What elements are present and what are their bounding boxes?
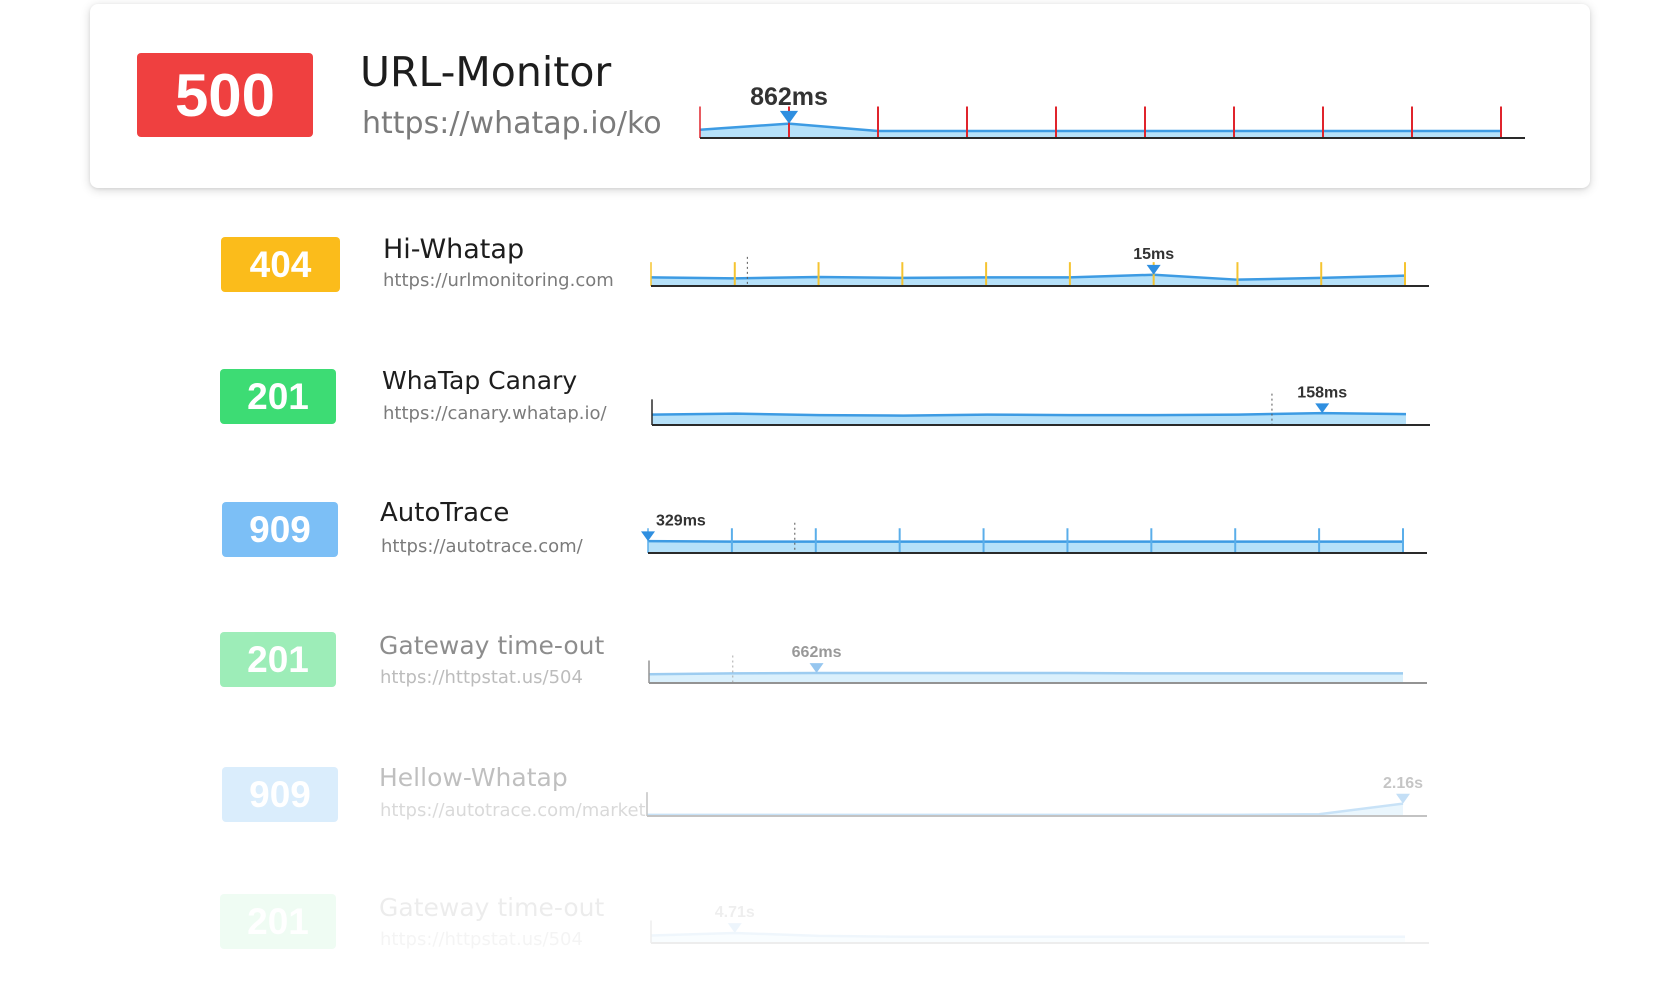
sparkline-area [649, 672, 1403, 683]
status-badge: 909 [222, 767, 338, 822]
monitor-url[interactable]: https://autotrace.com/market [380, 800, 646, 821]
monitor-name[interactable]: Gateway time-out [379, 893, 605, 922]
monitor-url[interactable]: https://canary.whatap.io/ [383, 403, 607, 424]
peak-marker-icon [641, 531, 655, 542]
featured-monitor-card[interactable] [90, 4, 1590, 188]
monitor-name[interactable]: AutoTrace [380, 498, 510, 528]
sparkline-area [652, 413, 1406, 425]
monitor-url[interactable]: https://urlmonitoring.com [383, 270, 614, 291]
sparkline-line [650, 931, 1405, 938]
monitor-name[interactable]: Gateway time-out [379, 631, 605, 660]
status-badge: 201 [220, 632, 336, 687]
monitor-name[interactable]: WhaTap Canary [382, 366, 578, 395]
response-time-sparkline: 662ms [648, 644, 1427, 684]
monitor-url[interactable]: https://httpstat.us/504 [380, 929, 583, 950]
peak-response-label: 662ms [792, 644, 842, 661]
response-time-sparkline: 158ms [651, 384, 1430, 426]
peak-response-label: 15ms [1133, 246, 1174, 263]
monitor-name[interactable]: Hi-Whatap [383, 234, 525, 265]
sparkline-line [650, 273, 1406, 281]
status-badge: 201 [220, 894, 336, 949]
monitor-url[interactable]: https://autotrace.com/ [381, 536, 583, 557]
status-badge: 909 [222, 502, 338, 557]
status-badge: 201 [220, 369, 336, 424]
peak-marker-icon [1396, 793, 1410, 804]
response-time-sparkline: 2.16s [646, 775, 1427, 817]
peak-marker-icon [1146, 264, 1161, 275]
response-time-sparkline: 15ms [650, 246, 1429, 287]
peak-response-label: 2.16s [1383, 775, 1423, 792]
monitor-name[interactable]: Hellow-Whatap [379, 763, 568, 792]
sparkline-area [651, 274, 1405, 286]
peak-response-label: 4.71s [715, 904, 755, 921]
sparkline-line [651, 411, 1407, 417]
sparkline-line [647, 802, 1404, 817]
sparkline-area [647, 803, 1403, 816]
monitor-url[interactable]: https://httpstat.us/504 [380, 667, 583, 688]
response-time-sparkline: 4.71s [650, 904, 1429, 944]
peak-marker-icon [809, 663, 824, 673]
peak-marker-icon [1315, 403, 1330, 414]
sparkline-line [648, 671, 1403, 676]
status-badge: 404 [221, 237, 340, 292]
response-time-sparkline: 329ms [641, 512, 1427, 554]
peak-marker-icon [727, 923, 742, 933]
sparkline-area [648, 541, 1403, 553]
peak-response-label: 158ms [1297, 384, 1347, 401]
sparkline-area [651, 932, 1405, 943]
peak-response-label: 329ms [656, 512, 706, 529]
